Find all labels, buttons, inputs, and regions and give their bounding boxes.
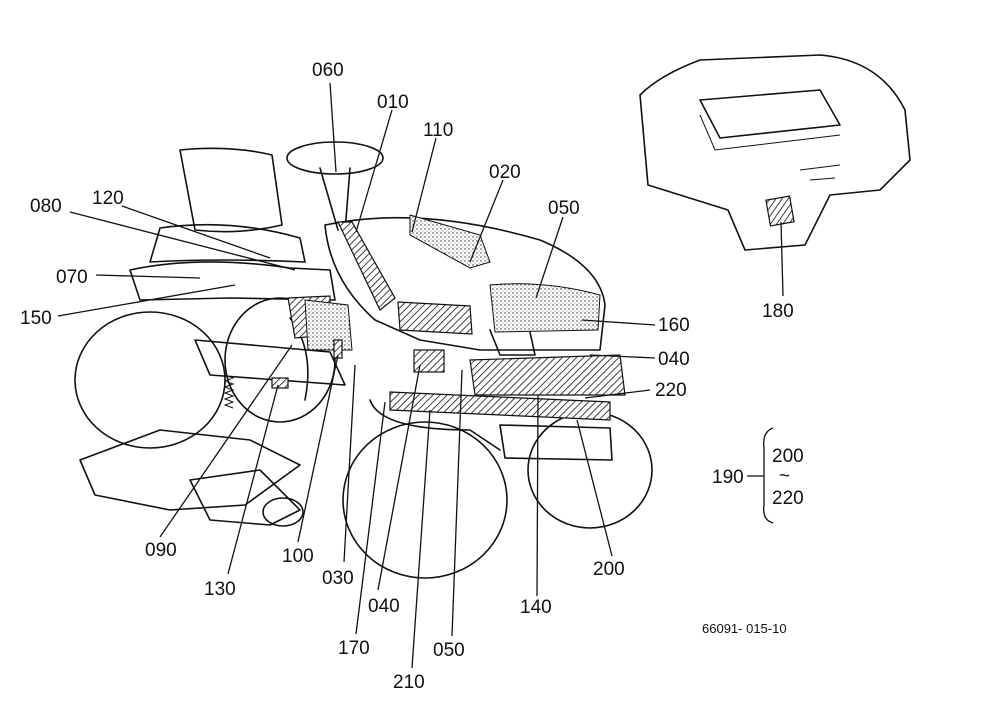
- callout-120: 120: [92, 188, 124, 209]
- seat-base: [149, 223, 306, 263]
- seat-back: [179, 147, 283, 233]
- hood-cover-outline: [639, 54, 911, 251]
- callout-020: 020: [489, 162, 521, 183]
- hood-cover-vent: [699, 89, 841, 139]
- callout-060: 060: [312, 60, 344, 81]
- callout-050-bottom: 050: [433, 640, 465, 661]
- callout-labels: 060 010 110 020 050 080 120 070 150 160 …: [20, 60, 794, 693]
- callout-100: 100: [282, 546, 314, 567]
- callout-170: 170: [338, 638, 370, 659]
- hood-side-stripe: [337, 221, 396, 311]
- hood-side-panel: [397, 301, 473, 335]
- decal-040: [413, 349, 445, 373]
- rear-wheel-left: [74, 311, 226, 449]
- callout-010: 010: [377, 92, 409, 113]
- callout-110: 110: [423, 120, 453, 141]
- hood-top-grain: [409, 214, 491, 269]
- front-bumper-decal: [469, 354, 626, 396]
- headlight: [489, 329, 536, 356]
- callout-180: 180: [762, 301, 794, 322]
- side-panel-grain: [304, 299, 353, 351]
- front-wheel-left: [342, 421, 508, 579]
- deck-roller: [262, 497, 304, 527]
- range-group-label: 190: [712, 467, 744, 488]
- deck-housing: [189, 469, 301, 526]
- footrest: [194, 339, 346, 386]
- callout-210: 210: [393, 672, 425, 693]
- callout-040-right: 040: [658, 349, 690, 370]
- mower-deck: [79, 429, 301, 511]
- callout-090: 090: [145, 540, 177, 561]
- hood-cover-detail: [799, 164, 841, 181]
- callout-040-bottom: 040: [368, 596, 400, 617]
- callout-070: 070: [56, 267, 88, 288]
- decal-130: [271, 377, 289, 389]
- chassis-lower: [369, 399, 501, 451]
- range-group-from: 200: [772, 446, 804, 467]
- front-axle: [499, 424, 613, 461]
- drawing-code: 66091- 015-10: [702, 621, 787, 636]
- steering-wheel: [286, 141, 384, 175]
- lower-stripe: [389, 391, 611, 421]
- range-group-tilde: ~: [779, 466, 790, 487]
- callout-130: 130: [204, 579, 236, 600]
- callout-220: 220: [655, 380, 687, 401]
- callout-080: 080: [30, 196, 62, 217]
- callout-150: 150: [20, 308, 52, 329]
- callout-050-top: 050: [548, 198, 580, 219]
- tractor-drawing: [74, 141, 653, 579]
- range-group-to: 220: [772, 488, 804, 509]
- rear-fender: [129, 261, 336, 301]
- rear-wheel-right: [224, 297, 336, 423]
- callout-140: 140: [520, 597, 552, 618]
- hood-cover-ridge: [699, 114, 841, 151]
- leader-lines: [57, 82, 784, 669]
- callout-200: 200: [593, 559, 625, 580]
- hood-cover-drawing: [639, 54, 911, 251]
- lift-spring: [223, 374, 235, 409]
- decal-180: [765, 195, 795, 227]
- range-group: 190 200 ~ 220: [712, 446, 804, 509]
- grille: [489, 283, 601, 333]
- callout-030: 030: [322, 568, 354, 589]
- callout-160: 160: [658, 315, 690, 336]
